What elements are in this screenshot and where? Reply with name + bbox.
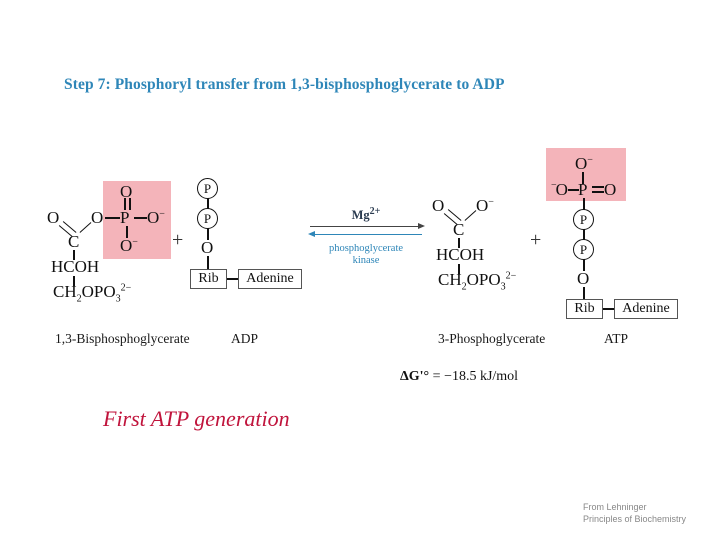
substrate-c-hcoh-bond (73, 250, 75, 260)
substrate-c-o-bond (79, 222, 92, 234)
product-carbonyl-oxygen: O (432, 196, 445, 215)
product-c-hcoh-bond (458, 238, 460, 248)
atp-rib-adenine-bond (603, 308, 615, 310)
atp-p-topo-bond (582, 172, 584, 184)
atp-right-oxygen: O (604, 180, 617, 199)
adp-rib-adenine-bond (227, 278, 239, 280)
product-carboxylate-oxygen: O− (476, 196, 494, 215)
adp-oxygen: O (201, 238, 214, 257)
source-line-1: From Lehninger (583, 502, 647, 512)
adp-pp-bond (207, 198, 209, 209)
reverse-arrow-head (308, 230, 315, 237)
delta-g-value: ΔG'° = −18.5 kJ/mol (400, 369, 518, 385)
forward-arrow-head (418, 222, 425, 229)
source-attribution: From Lehninger Principles of Biochemistr… (583, 501, 686, 525)
reverse-arrow-line (310, 234, 422, 236)
substrate-p-o-double-b (129, 198, 131, 210)
catalyst-label: Mg2+ (351, 206, 381, 223)
atp-o-rib-bond (583, 287, 585, 300)
substrate-p-o-double-a (124, 198, 126, 210)
adp-alpha-phosphate-circle: P (197, 208, 218, 229)
atp-phosphate-highlight (546, 148, 626, 201)
reaction-arrow (308, 222, 425, 240)
atp-top-oxygen: O− (575, 154, 593, 173)
adp-adenine-box: Adenine (238, 269, 302, 289)
atp-gamma-phosphorus: P (578, 180, 588, 199)
substrate-p-oright-bond (134, 217, 147, 219)
atp-adenine-box: Adenine (614, 299, 678, 319)
product-carbon: C (453, 220, 465, 239)
enzyme-label-line2: kinase (352, 255, 380, 267)
page-title: Step 7: Phosphoryl transfer from 1,3-bis… (64, 76, 505, 93)
atp-beta-phosphate-circle: P (573, 209, 594, 230)
adp-caption: ADP (231, 331, 259, 346)
substrate-oxygen-bottom: O− (120, 236, 138, 255)
product-phosphate-tail: CH2OPO32− (438, 270, 517, 293)
delta-g-number: −18.5 kJ/mol (444, 369, 519, 384)
product-hcoh-ch2-bond (458, 264, 460, 274)
substrate-phosphate-tail: CH2OPO32− (53, 282, 132, 305)
product-hcoh: HCOH (436, 245, 485, 264)
atp-alpha-phosphate-circle: P (573, 239, 594, 260)
enzyme-label: phosphoglycerate kinase (300, 243, 432, 267)
substrate-caption: 1,3-Bisphosphoglycerate (55, 331, 190, 346)
substrate-carbonyl-oxygen: O (47, 208, 60, 227)
substrate-o-p-bond (105, 217, 120, 219)
adp-o-rib-bond (207, 256, 209, 270)
enzyme-label-line1: phosphoglycerate (328, 243, 404, 254)
atp-p-o-double-a (592, 186, 604, 188)
atp-oxygen: O (577, 269, 590, 288)
substrate-phosphorus: P (120, 208, 130, 227)
source-line-2: Principles of Biochemistry (583, 514, 687, 525)
first-atp-generation-note: First ATP generation (103, 406, 290, 431)
delta-g-equals: = (432, 369, 441, 384)
plus-sign-right: + (530, 229, 542, 251)
substrate-phosphoryl-oxygen: O (120, 182, 133, 201)
atp-p-o-double-b (592, 191, 604, 193)
substrate-carbon: C (68, 232, 80, 251)
atp-left-oxygen: −O (551, 180, 568, 199)
product-c-o-bond (464, 210, 477, 222)
substrate-hcoh: HCOH (51, 257, 100, 276)
substrate-hcoh-ch2-bond (73, 276, 75, 286)
atp-ribose-box: Rib (566, 299, 603, 319)
substrate-ester-oxygen: O (91, 208, 104, 227)
atp-palpha-o-bond (583, 259, 585, 271)
adp-p-o-bond (207, 228, 209, 240)
atp-leftо-p-bond (568, 189, 579, 191)
adp-ribose-box: Rib (190, 269, 227, 289)
product-caption: 3-Phosphoglycerate (438, 331, 546, 346)
adp-beta-phosphate-circle: P (197, 178, 218, 199)
substrate-p-obottom-bond (126, 226, 128, 238)
delta-g-symbol: ΔG'° (400, 369, 430, 384)
substrate-phosphate-highlight (103, 181, 171, 259)
plus-sign-left: + (172, 229, 184, 251)
substrate-oxygen-right: O− (147, 208, 165, 227)
atp-p-pbeta-bond (583, 198, 585, 210)
atp-pbeta-palpha-bond (583, 229, 585, 240)
forward-arrow-line (310, 226, 422, 228)
atp-caption: ATP (604, 331, 629, 346)
